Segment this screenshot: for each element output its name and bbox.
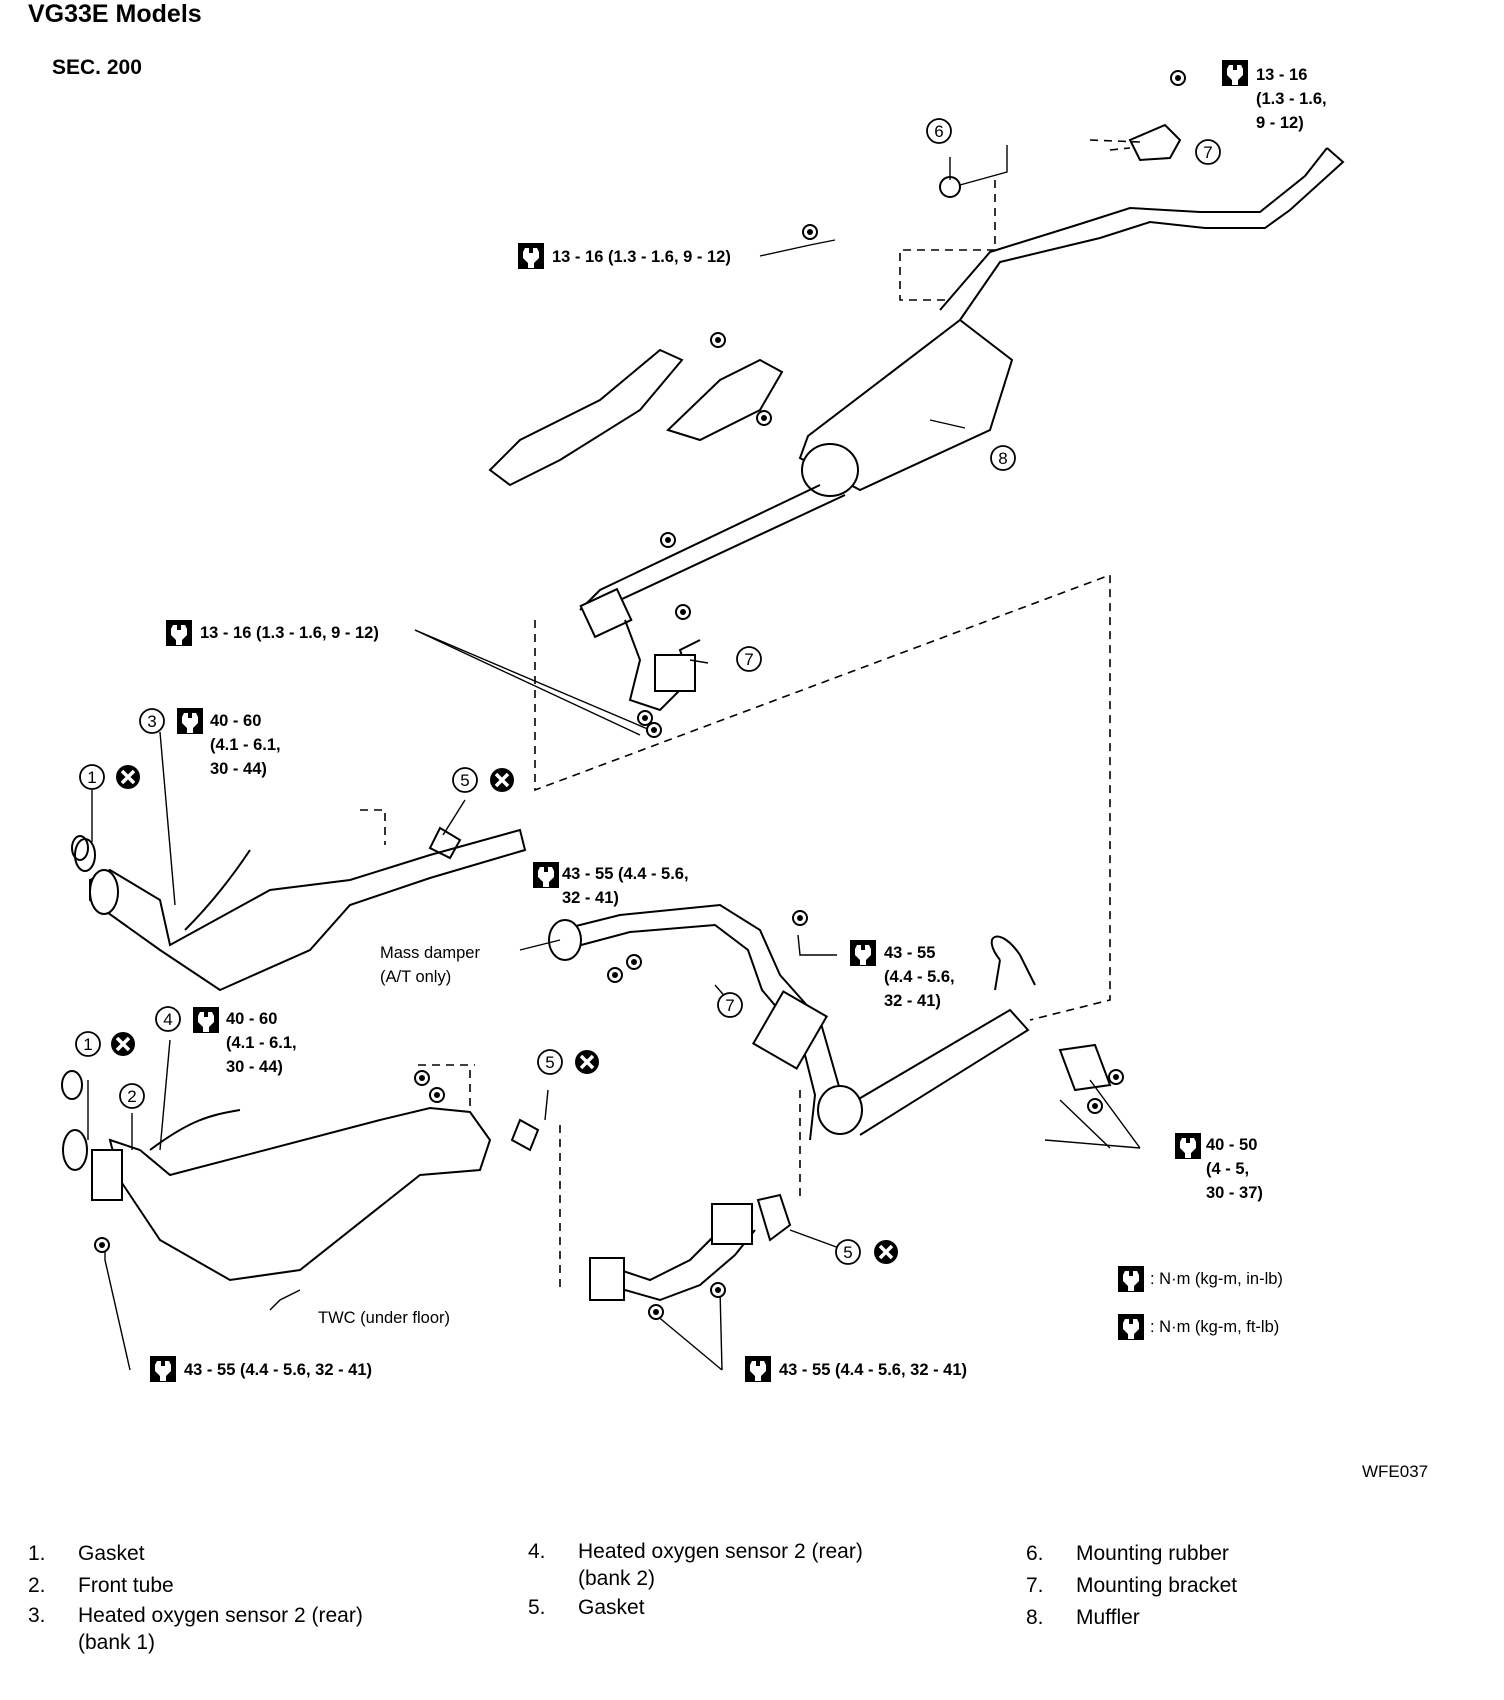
mass-damper-note: (A/T only) <box>380 968 451 986</box>
legend-item: 7.Mounting bracket <box>1026 1574 1238 1597</box>
torque-spec-10: 43 - 55 (4.4 - 5.6, 32 - 41) <box>779 1361 967 1379</box>
torque-spec-1-line3: 9 - 12) <box>1256 114 1304 132</box>
legend-item: 1.Gasket <box>28 1542 145 1565</box>
figure-code: WFE037 <box>1362 1462 1429 1481</box>
twc-label: TWC (under floor) <box>318 1309 450 1327</box>
callout-number-5a: 5 <box>460 771 469 790</box>
callout-number-7b: 7 <box>744 650 753 669</box>
callout-number-6: 6 <box>934 122 943 141</box>
torque-spec-4-line1: 40 - 60 <box>210 712 261 730</box>
torque-spec-6-line3: 32 - 41) <box>884 992 941 1010</box>
callout-number-5b: 5 <box>545 1053 554 1072</box>
torque-spec-7-line3: 30 - 44) <box>226 1058 283 1076</box>
legend-item: 5.Gasket <box>528 1596 645 1619</box>
callout-number-7a: 7 <box>1203 143 1212 162</box>
legend-column-2: 4.Heated oxygen sensor 2 (rear) (bank 2)… <box>528 1538 863 1624</box>
legend-item: 6.Mounting rubber <box>1026 1542 1229 1565</box>
torque-spec-3: 13 - 16 (1.3 - 1.6, 9 - 12) <box>200 624 379 642</box>
callout-number-2: 2 <box>127 1087 136 1106</box>
legend-column-1: 1.Gasket 2.Front tube 3.Heated oxygen se… <box>28 1538 363 1656</box>
legend-item: 3.Heated oxygen sensor 2 (rear) <box>28 1604 363 1627</box>
torque-spec-8-line1: 40 - 50 <box>1206 1136 1257 1154</box>
torque-spec-6-line2: (4.4 - 5.6, <box>884 968 955 986</box>
callout-number-3: 3 <box>147 712 156 731</box>
torque-spec-1-line2: (1.3 - 1.6, <box>1256 90 1327 108</box>
torque-spec-5-line2: 32 - 41) <box>562 889 619 907</box>
legend-item: 8.Muffler <box>1026 1606 1140 1629</box>
torque-spec-2: 13 - 16 (1.3 - 1.6, 9 - 12) <box>552 248 731 266</box>
callout-number-4: 4 <box>163 1010 172 1029</box>
torque-spec-1-line1: 13 - 16 <box>1256 66 1307 84</box>
torque-spec-8-line3: 30 - 37) <box>1206 1184 1263 1202</box>
legend-item: 4.Heated oxygen sensor 2 (rear) <box>528 1540 863 1563</box>
callout-number-1b: 1 <box>83 1035 92 1054</box>
torque-spec-6-line1: 43 - 55 <box>884 944 935 962</box>
unit-legend-in-lb: : N·m (kg-m, in-lb) <box>1150 1270 1283 1288</box>
callout-number-1a: 1 <box>87 768 96 787</box>
callout-number-8: 8 <box>998 449 1007 468</box>
callout-number-5c: 5 <box>843 1243 852 1262</box>
exhaust-diagram: 6 7 8 7 3 1 5 7 4 1 2 5 5 13 - 16 (1 <box>61 60 1345 1382</box>
torque-spec-7-line2: (4.1 - 6.1, <box>226 1034 297 1052</box>
legend-item-continued: (bank 2) <box>578 1567 656 1590</box>
torque-spec-4-line3: 30 - 44) <box>210 760 267 778</box>
torque-spec-7-line1: 40 - 60 <box>226 1010 277 1028</box>
legend-item: 2.Front tube <box>28 1574 174 1597</box>
callout-number-7c: 7 <box>725 996 734 1015</box>
section-label: SEC. 200 <box>52 56 142 79</box>
torque-spec-5-line1: 43 - 55 (4.4 - 5.6, <box>562 865 689 883</box>
torque-spec-9: 43 - 55 (4.4 - 5.6, 32 - 41) <box>184 1361 372 1379</box>
legend-item-continued: (bank 1) <box>78 1631 156 1654</box>
unit-legend-ft-lb: : N·m (kg-m, ft-lb) <box>1150 1318 1279 1336</box>
legend-column-3: 6.Mounting rubber 7.Mounting bracket 8.M… <box>1026 1538 1237 1634</box>
mass-damper-label: Mass damper <box>380 944 480 962</box>
torque-spec-8-line2: (4 - 5, <box>1206 1160 1249 1178</box>
torque-spec-4-line2: (4.1 - 6.1, <box>210 736 281 754</box>
page-title: VG33E Models <box>28 0 202 28</box>
